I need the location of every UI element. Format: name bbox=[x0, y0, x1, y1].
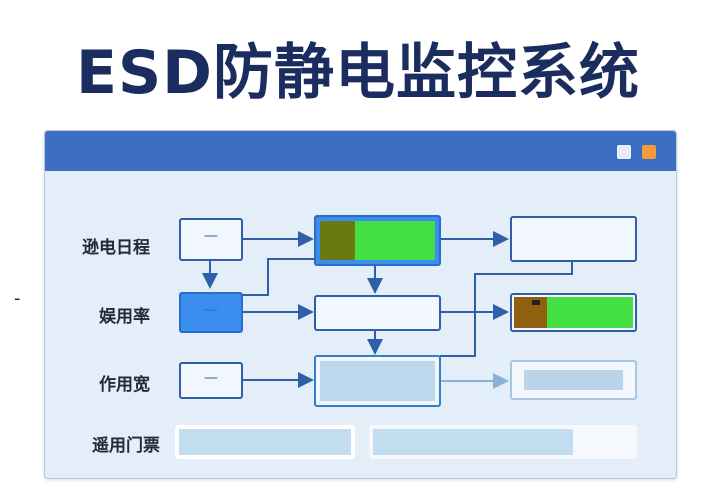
status-olive-segment bbox=[320, 221, 355, 260]
status-brown-segment bbox=[514, 297, 548, 328]
ticket-progress bbox=[369, 425, 637, 459]
node-mark: — bbox=[204, 370, 218, 386]
row-label: 娱用率 bbox=[99, 307, 150, 327]
process-node-light[interactable] bbox=[314, 355, 441, 407]
bar-fill bbox=[179, 429, 351, 455]
status-green-bar bbox=[320, 221, 435, 260]
node-schedule[interactable]: — bbox=[179, 218, 243, 261]
maximize-button[interactable] bbox=[617, 145, 631, 159]
row-label: 遥用门票 bbox=[92, 436, 160, 456]
connector bbox=[440, 262, 573, 357]
node-width[interactable]: — bbox=[179, 362, 243, 399]
node-fill bbox=[320, 361, 435, 401]
node-mark: — bbox=[204, 302, 218, 318]
node-usage-active[interactable]: — bbox=[179, 292, 243, 333]
ticket-bar-1 bbox=[175, 425, 355, 459]
indicator-dot bbox=[532, 300, 540, 305]
close-button[interactable] bbox=[642, 145, 656, 159]
stray-dash: - bbox=[14, 288, 21, 309]
progress-fill bbox=[373, 429, 574, 455]
node-fill bbox=[524, 370, 623, 390]
process-node[interactable] bbox=[314, 295, 441, 331]
output-node-faded[interactable] bbox=[510, 360, 637, 400]
row-label: 作用宽 bbox=[99, 375, 150, 395]
status-node-1[interactable] bbox=[314, 215, 441, 266]
status-node-2[interactable] bbox=[510, 293, 637, 332]
node-mark: — bbox=[204, 228, 218, 244]
window-titlebar bbox=[45, 131, 676, 171]
output-node[interactable] bbox=[510, 216, 637, 262]
connector bbox=[243, 258, 314, 296]
row-label: 逊电日程 bbox=[82, 238, 150, 258]
page-title: ESD防静电监控系统 bbox=[75, 38, 640, 108]
status-green-bar bbox=[514, 297, 633, 328]
